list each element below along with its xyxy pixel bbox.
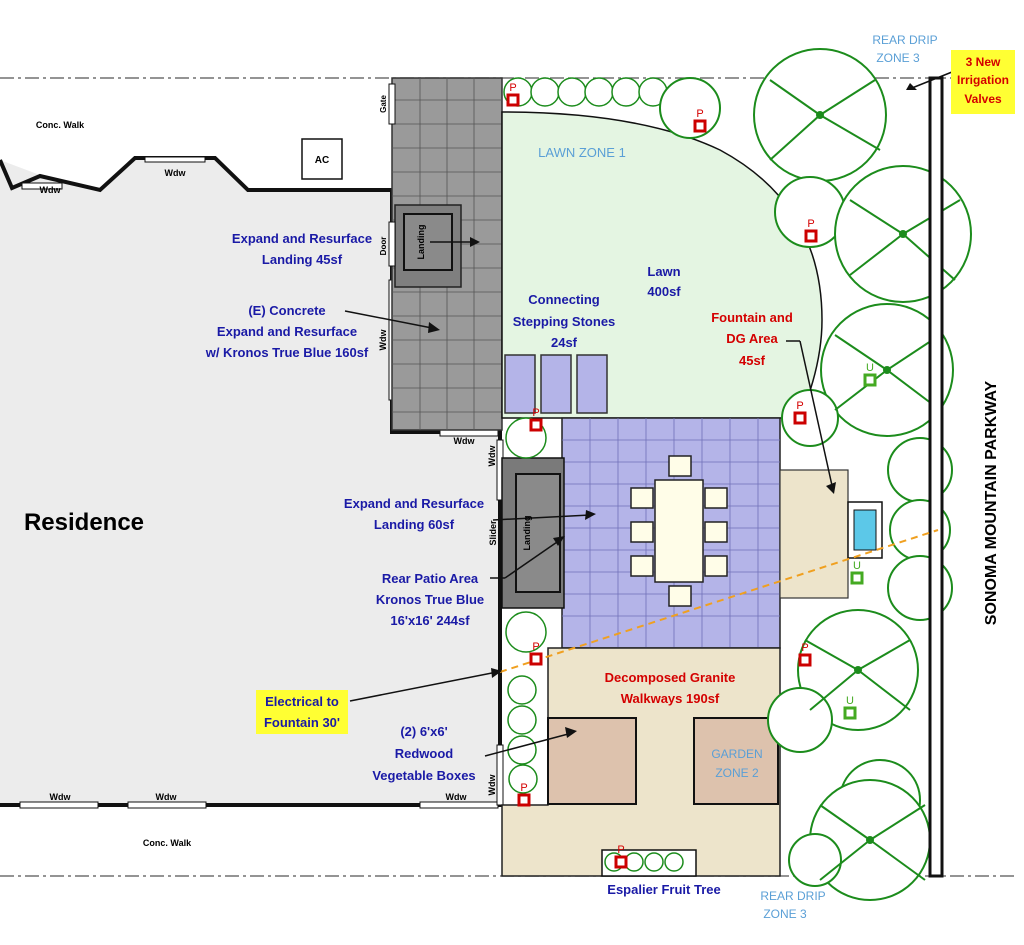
tree-branches <box>769 79 961 881</box>
slider-label: Slider <box>488 520 498 546</box>
valves-note-line2: Irrigation <box>957 73 1009 87</box>
ac-unit <box>301 138 343 180</box>
valve-letter: P <box>801 642 808 654</box>
utility-letter: U <box>853 560 861 572</box>
valve-letter: P <box>807 218 814 230</box>
rear-drip-top-line2: ZONE 3 <box>876 51 920 65</box>
landing-label-1: Landing <box>416 225 426 260</box>
wdw-label-1: Wdw <box>40 185 62 195</box>
electrical-line <box>499 529 939 673</box>
veg-box-1 <box>547 717 637 805</box>
landing60-label-line1: Expand and Resurface <box>344 496 484 511</box>
street-label: SONOMA MOUNTAIN PARKWAY <box>983 380 1000 625</box>
valve-letter: P <box>796 400 803 412</box>
ac-label: AC <box>315 155 329 166</box>
gate-label: Gate <box>379 95 388 113</box>
garden-zone-line1: GARDEN <box>711 747 762 761</box>
fountain-label-line2: DG Area <box>726 331 778 346</box>
garden-zone-line2: ZONE 2 <box>715 766 759 780</box>
wdw-label-8: Wdw <box>487 445 497 467</box>
irrigation-valve-markers <box>506 93 818 869</box>
utility-markers <box>843 373 877 720</box>
landing60-label-line2: Landing 60sf <box>374 517 455 532</box>
lawn-zone-label: LAWN ZONE 1 <box>538 145 626 160</box>
utility-letter: U <box>866 362 874 374</box>
espalier-label: Espalier Fruit Tree <box>607 882 720 897</box>
wdw-label-7: Wdw <box>378 329 388 351</box>
stepping-label-line3: 24sf <box>551 335 578 350</box>
patio-label-line2: Kronos True Blue <box>376 592 484 607</box>
electrical-highlight <box>256 690 348 734</box>
electrical-label-line1: Electrical to <box>265 694 339 709</box>
valves-note-line1: 3 New <box>966 55 1001 69</box>
landing-label-2: Landing <box>522 516 532 551</box>
wdw-label-9: Wdw <box>487 774 497 796</box>
dining-set <box>630 455 728 607</box>
concrete-label-line2: Expand and Resurface <box>217 324 357 339</box>
boxes-label-line1: (2) 6'x6' <box>400 724 447 739</box>
arrow-heads <box>428 83 917 738</box>
landing45-label-line1: Expand and Resurface <box>232 231 372 246</box>
patio-label-line3: 16'x16' 244sf <box>390 613 470 628</box>
residence-footprint <box>0 158 500 805</box>
rear-drip-top-line1: REAR DRIP <box>872 33 937 47</box>
fountain-label-line3: 45sf <box>739 353 766 368</box>
valve-letter: P <box>532 407 539 419</box>
valves-highlight <box>951 50 1015 114</box>
wdw-label-3: Wdw <box>454 436 476 446</box>
concrete-label-line3: w/ Kronos True Blue 160sf <box>205 345 369 360</box>
valves-note-line3: Valves <box>964 92 1002 106</box>
leader-lines <box>344 71 953 757</box>
lawn-label-line2: 400sf <box>647 284 681 299</box>
wdw-label-6: Wdw <box>446 792 468 802</box>
landing45-label-line2: Landing 45sf <box>262 252 343 267</box>
stepping-stones <box>504 354 608 414</box>
rear-drip-bottom-line1: REAR DRIP <box>760 889 825 903</box>
dg-label-line2: Walkways 190sf <box>621 691 720 706</box>
valve-letter: P <box>617 844 624 856</box>
utility-letter: U <box>846 695 854 707</box>
rear-drip-bottom-line2: ZONE 3 <box>763 907 807 921</box>
landing-60sf <box>515 473 561 593</box>
door-label: Door <box>379 237 388 256</box>
valve-letter: P <box>696 108 703 120</box>
wdw-label-2: Wdw <box>165 168 187 178</box>
valve-letter: P <box>532 641 539 653</box>
wdw-label-4: Wdw <box>50 792 72 802</box>
valve-letter: P <box>520 782 527 794</box>
concrete-label-line1: (E) Concrete <box>248 303 325 318</box>
tree-trunks <box>816 111 907 844</box>
lawn-label-line1: Lawn <box>647 264 680 279</box>
boxes-label-line2: Redwood <box>395 746 454 761</box>
wdw-label-5: Wdw <box>156 792 178 802</box>
door <box>388 221 396 267</box>
fountain-water <box>853 509 877 551</box>
valve-letter: P <box>509 82 516 94</box>
residence-label: Residence <box>24 509 144 536</box>
stepping-label-line1: Connecting <box>528 292 600 307</box>
conc-walk-top: Conc. Walk <box>36 120 85 130</box>
utility-letters: U U U <box>846 362 874 707</box>
fountain-label-line1: Fountain and <box>711 310 793 325</box>
veg-box-2 <box>693 717 779 805</box>
fence <box>928 76 944 878</box>
conc-walk-bottom: Conc. Walk <box>143 838 192 848</box>
boxes-label-line3: Vegetable Boxes <box>372 768 475 783</box>
patio-label-line1: Rear Patio Area <box>382 571 479 586</box>
electrical-label-line2: Fountain 30' <box>264 715 340 730</box>
gate <box>388 83 396 125</box>
valve-letters: P P P P P P P P P <box>509 82 814 856</box>
stepping-label-line2: Stepping Stones <box>513 314 616 329</box>
dg-label-line1: Decomposed Granite <box>605 670 736 685</box>
